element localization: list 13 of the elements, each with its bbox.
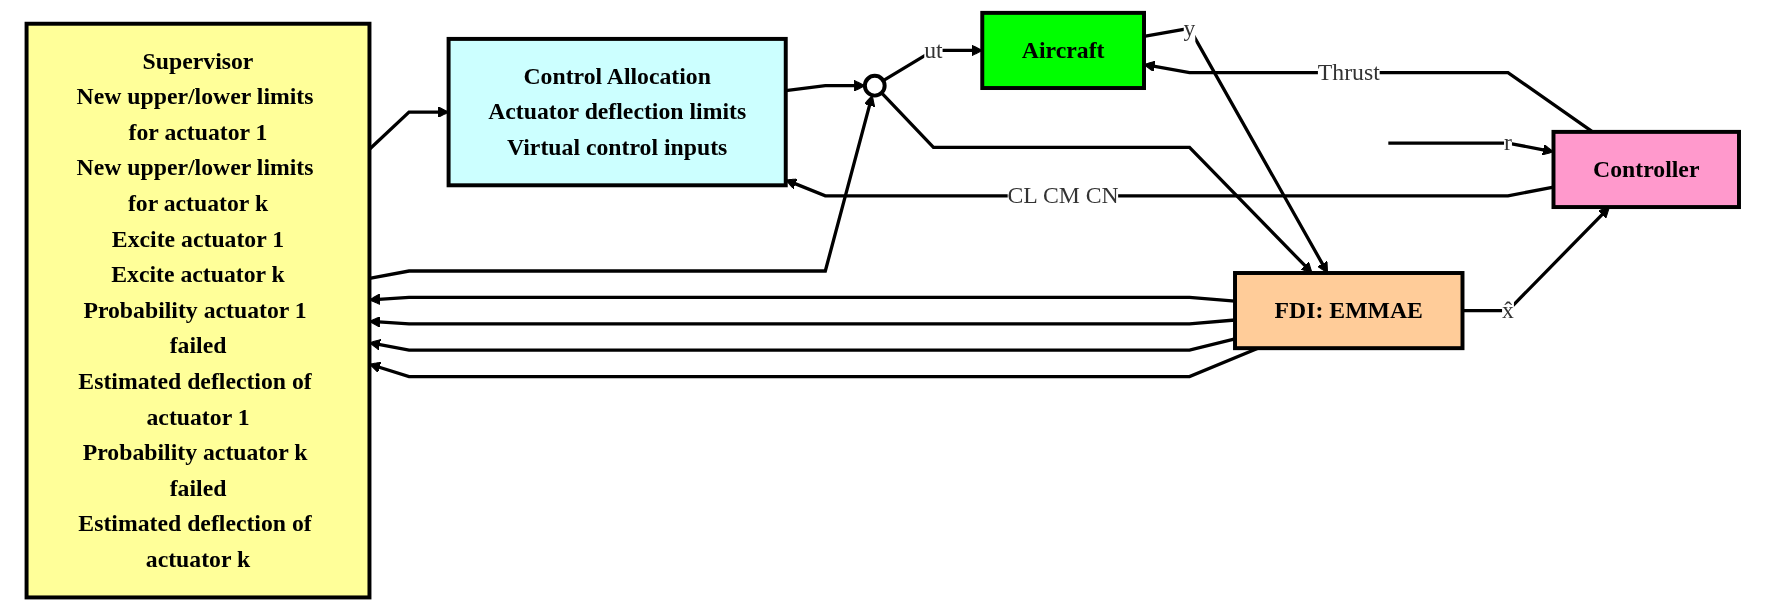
arrow	[880, 91, 1313, 274]
edge-label: ut	[924, 36, 943, 63]
node-circle	[863, 73, 887, 98]
node-box: Controller	[1551, 129, 1742, 210]
node-box: Aircraft	[980, 10, 1147, 90]
edge-label: y	[1183, 14, 1196, 41]
node-box: FDI: EMMAE	[1233, 271, 1465, 351]
edge-label: r	[1504, 129, 1513, 156]
node-box: Control Allocation Actuator deflection limits Virtual control inputs	[446, 36, 788, 188]
edge-label: Thrust	[1317, 58, 1380, 86]
node-box: Supervisor New upper/lower limits for actuator 1 New upper/lower limits for actuator k Excite actuator 1 Excite actuator k Probability actuator 1 failed Estimated deflection of actuator 1 Probability actuator k failed Estimated deflection of actuator k	[24, 21, 372, 600]
edge-label: x̂	[1502, 296, 1515, 324]
edge-label: CL CM CN	[1007, 182, 1119, 209]
